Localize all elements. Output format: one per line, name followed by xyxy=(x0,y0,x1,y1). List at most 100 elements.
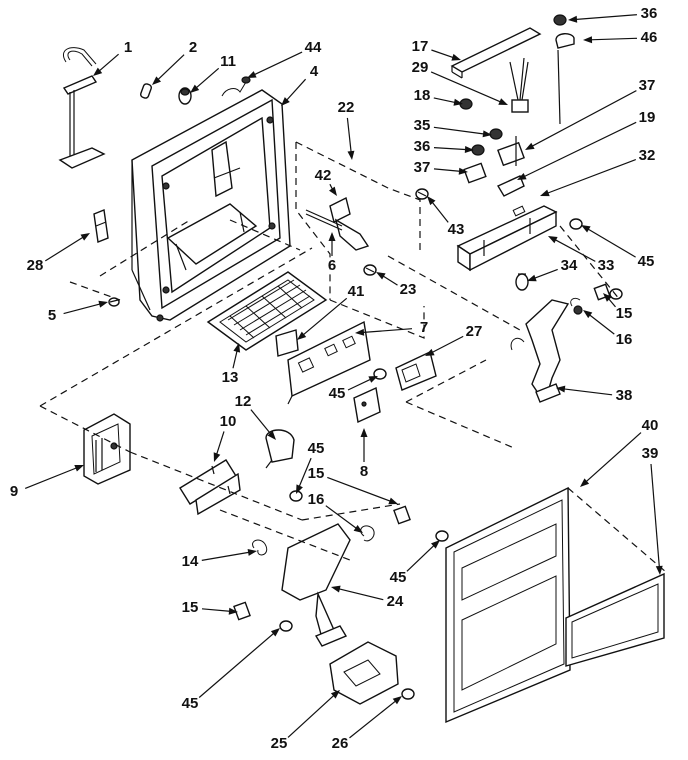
callout-leader-line xyxy=(346,117,352,154)
callout-label: 17 xyxy=(412,38,429,55)
part-45-screw-e xyxy=(279,620,293,632)
callout-arrowhead xyxy=(270,628,280,637)
part-45-screw-d xyxy=(289,490,303,502)
callout-arrowhead xyxy=(233,343,241,353)
callout-arrowhead xyxy=(583,310,593,319)
callout-arrowhead xyxy=(568,15,578,23)
callout-label: 45 xyxy=(308,440,325,457)
callout-leader-line xyxy=(433,97,457,104)
callout-arrowhead xyxy=(330,690,340,699)
callout-leader-line xyxy=(431,335,464,354)
callout-arrowhead xyxy=(603,293,612,302)
callout-leader-line xyxy=(431,200,449,223)
part-7-plate xyxy=(287,320,371,405)
part-26-screw xyxy=(401,688,415,700)
callout-leader-line xyxy=(337,588,384,601)
callout-label: 23 xyxy=(400,281,417,298)
callout-leader-line xyxy=(215,431,225,456)
callout-arrowhead xyxy=(431,540,440,549)
callout-leader-line xyxy=(533,268,558,280)
callout-label: 27 xyxy=(466,323,483,340)
callout-label: 29 xyxy=(412,59,429,76)
callout-arrowhead xyxy=(527,274,537,282)
callout-arrowhead xyxy=(328,232,336,241)
assembly-lines xyxy=(39,219,667,573)
part-8-plate xyxy=(353,386,381,424)
callout-leader-line xyxy=(287,694,336,738)
callout-leader-line xyxy=(433,147,468,151)
part-45-screw-b xyxy=(569,218,583,230)
callout-label: 24 xyxy=(387,593,404,610)
callout-label: 1 xyxy=(124,39,132,56)
callout-leader-line xyxy=(433,126,486,135)
callout-leader-line xyxy=(574,14,638,21)
part-41-label xyxy=(275,329,299,357)
callout-arrowhead xyxy=(451,53,461,61)
callout-leader-line xyxy=(198,632,276,698)
callout-arrowhead xyxy=(482,130,492,138)
part-15-pivot-center xyxy=(393,505,411,525)
callout-label: 37 xyxy=(414,159,431,176)
part-1-harness xyxy=(58,47,106,169)
callout-label: 28 xyxy=(27,257,44,274)
callout-label: 11 xyxy=(220,53,236,70)
callout-arrowhead xyxy=(581,225,591,233)
part-10-bracket xyxy=(179,459,241,516)
part-46-clip xyxy=(555,33,575,49)
callout-arrowhead xyxy=(297,331,307,340)
part-45-screw-f xyxy=(435,530,449,542)
callout-leader-line xyxy=(562,388,613,396)
callout-label: 8 xyxy=(360,463,368,480)
part-39-gasket xyxy=(565,572,665,667)
callout-label: 12 xyxy=(235,393,252,410)
callout-label: 45 xyxy=(182,695,199,712)
callout-label: 14 xyxy=(182,553,199,570)
callout-arrowhead xyxy=(580,478,590,487)
callout-label: 13 xyxy=(222,369,239,386)
callout-leader-line xyxy=(431,49,455,59)
callout-arrowhead xyxy=(353,525,363,533)
part-14-spring xyxy=(252,539,268,556)
part-16-spring-right xyxy=(570,297,583,315)
callout-label: 38 xyxy=(616,387,633,404)
callout-leader-line xyxy=(156,54,185,81)
part-43-screw xyxy=(415,188,429,200)
callout-label: 5 xyxy=(48,307,56,324)
callout-arrowhead xyxy=(152,76,161,85)
callout-leader-line xyxy=(589,37,638,41)
part-13-grille xyxy=(206,271,328,351)
part-19-bracket xyxy=(496,49,561,197)
callout-label: 35 xyxy=(414,117,431,134)
callout-leader-line xyxy=(201,551,251,561)
callout-arrowhead xyxy=(388,497,398,505)
part-22-dashed-group xyxy=(295,141,425,339)
part-37-block xyxy=(463,141,525,184)
callout-label: 39 xyxy=(642,445,659,462)
part-29-switch xyxy=(509,57,529,113)
callout-arrowhead xyxy=(464,146,474,153)
part-38-lever xyxy=(510,299,570,403)
callout-leader-line xyxy=(584,432,642,483)
callout-leader-line xyxy=(361,328,413,334)
part-44-wire xyxy=(221,76,251,97)
callout-label: 36 xyxy=(414,138,431,155)
callout-arrowhead xyxy=(425,348,435,356)
callout-arrowhead xyxy=(498,98,508,105)
part-28-block xyxy=(93,209,109,243)
callout-label: 34 xyxy=(561,257,578,274)
callout-arrowhead xyxy=(583,36,593,44)
callout-leader-line xyxy=(98,53,119,73)
callout-arrowhead xyxy=(247,549,257,556)
callout-arrowhead xyxy=(80,233,90,241)
callout-leader-line xyxy=(349,699,397,739)
part-45-screw-c xyxy=(609,288,623,300)
callout-leader-line xyxy=(650,463,660,569)
callout-leader-line xyxy=(285,78,307,102)
callout-leader-line xyxy=(298,457,312,488)
callout-label: 40 xyxy=(642,417,659,434)
callout-arrowhead xyxy=(392,696,402,705)
callout-leader-line xyxy=(302,297,348,337)
callout-leader-line xyxy=(253,51,303,76)
callout-label: 42 xyxy=(315,167,332,184)
